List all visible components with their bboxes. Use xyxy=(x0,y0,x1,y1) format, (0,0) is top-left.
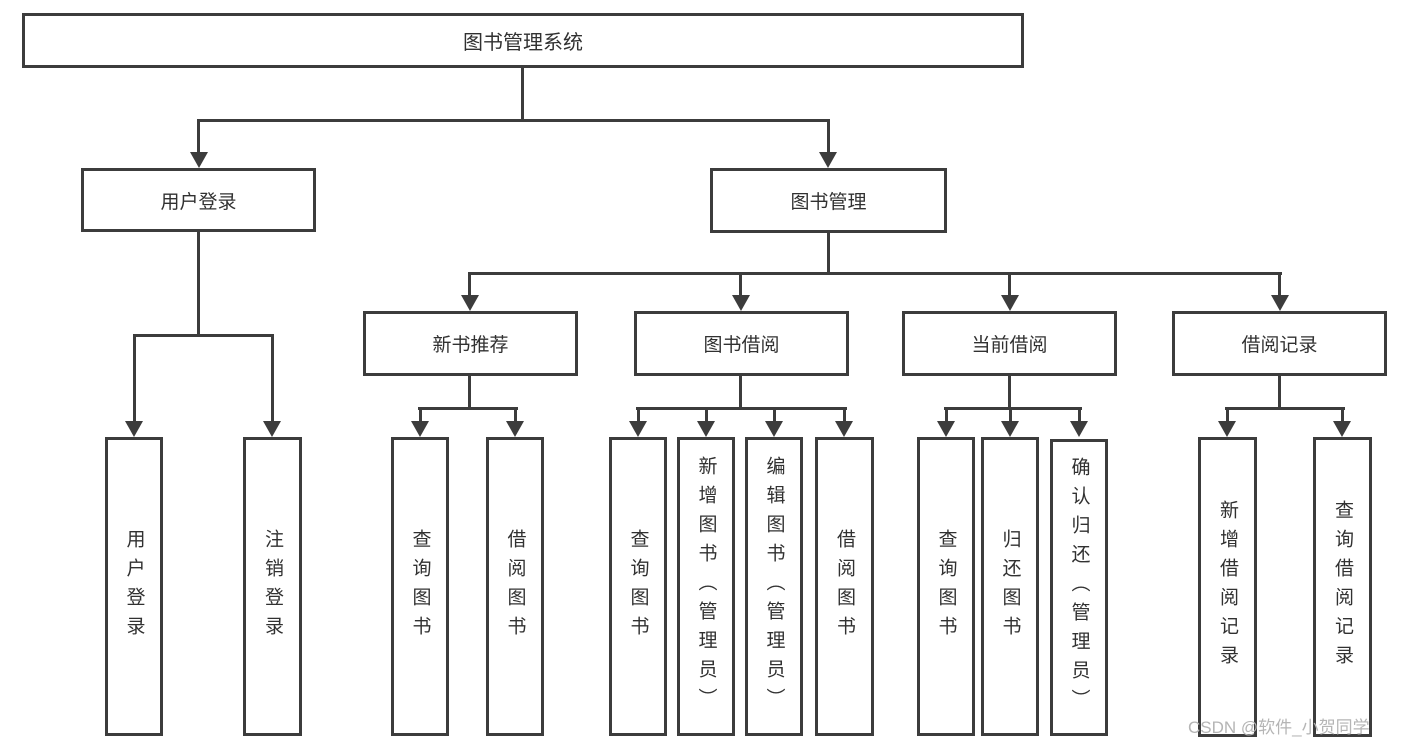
connector-current-trunk xyxy=(1008,376,1011,410)
connector-stem xyxy=(1008,272,1011,295)
node-borrow-records-label: 借阅记录 xyxy=(1241,335,1318,356)
leaf-records-query-record: 查询借阅记录 xyxy=(1313,437,1372,737)
arrow-down-icon xyxy=(835,421,853,437)
connector-rec-bar xyxy=(418,407,518,410)
arrow-down-icon xyxy=(411,421,429,437)
connector-stem xyxy=(739,272,742,295)
connector-records-bar xyxy=(1225,407,1345,410)
leaf-current-query-books: 查询图书 xyxy=(917,437,975,736)
connector-stem xyxy=(827,119,830,152)
connector-stem xyxy=(514,407,517,421)
node-new-book-recommend-label: 新书推荐 xyxy=(432,335,509,356)
arrow-down-icon xyxy=(461,295,479,311)
connector-records-trunk xyxy=(1278,376,1281,410)
connector-stem xyxy=(419,407,422,421)
connector-mgmt-trunk xyxy=(827,233,830,275)
leaf-rec-query-books: 查询图书 xyxy=(391,437,449,736)
arrow-down-icon xyxy=(937,421,955,437)
node-book-management: 图书管理 xyxy=(710,168,947,233)
leaf-current-confirm-return-admin: 确认归还（管理员） xyxy=(1050,439,1108,736)
node-user-login: 用户登录 xyxy=(81,168,316,232)
node-root-label: 图书管理系统 xyxy=(463,32,583,54)
arrow-down-icon xyxy=(190,152,208,168)
csdn-watermark: CSDN @软件_小贺同学 xyxy=(1188,718,1370,737)
connector-stem xyxy=(1009,407,1012,421)
leaf-current-return-books: 归还图书 xyxy=(981,437,1039,736)
arrow-down-icon xyxy=(1070,421,1088,437)
node-root: 图书管理系统 xyxy=(22,13,1024,68)
connector-login-trunk xyxy=(197,232,200,336)
connector-stem xyxy=(705,407,708,421)
connector-current-bar xyxy=(944,407,1082,410)
connector-stem xyxy=(271,334,274,421)
connector-stem xyxy=(133,334,136,421)
leaf-logout: 注销登录 xyxy=(243,437,302,736)
arrow-down-icon xyxy=(819,152,837,168)
arrow-down-icon xyxy=(1001,421,1019,437)
leaf-borrow-borrow-books: 借阅图书 xyxy=(815,437,874,736)
leaf-records-add-record: 新增借阅记录 xyxy=(1198,437,1257,737)
connector-stem xyxy=(468,272,471,295)
arrow-down-icon xyxy=(697,421,715,437)
node-borrow-records: 借阅记录 xyxy=(1172,311,1387,376)
node-user-login-label: 用户登录 xyxy=(160,191,237,213)
node-book-borrow: 图书借阅 xyxy=(634,311,849,376)
connector-stem xyxy=(773,407,776,421)
leaf-borrow-add-books-admin: 新增图书（管理员） xyxy=(677,437,735,736)
arrow-down-icon xyxy=(765,421,783,437)
node-current-borrow-label: 当前借阅 xyxy=(971,335,1048,356)
connector-stem xyxy=(1078,407,1081,421)
arrow-down-icon xyxy=(506,421,524,437)
connector-stem xyxy=(637,407,640,421)
connector-login-bar xyxy=(133,334,274,337)
node-new-book-recommend: 新书推荐 xyxy=(363,311,578,376)
node-current-borrow: 当前借阅 xyxy=(902,311,1117,376)
connector-borrow-bar xyxy=(636,407,847,410)
arrow-down-icon xyxy=(629,421,647,437)
arrow-down-icon xyxy=(1271,295,1289,311)
arrow-down-icon xyxy=(1001,295,1019,311)
connector-stem xyxy=(843,407,846,421)
node-book-borrow-label: 图书借阅 xyxy=(703,335,780,356)
leaf-rec-borrow-books: 借阅图书 xyxy=(486,437,544,736)
arrow-down-icon xyxy=(1218,421,1236,437)
connector-root-trunk xyxy=(521,68,524,122)
leaf-user-login: 用户登录 xyxy=(105,437,163,736)
connector-borrow-trunk xyxy=(739,376,742,410)
connector-level1-bar xyxy=(197,119,830,122)
arrow-down-icon xyxy=(732,295,750,311)
leaf-borrow-edit-books-admin: 编辑图书（管理员） xyxy=(745,437,803,736)
connector-level2-bar xyxy=(468,272,1282,275)
leaf-borrow-query-books: 查询图书 xyxy=(609,437,667,736)
connector-rec-trunk xyxy=(468,376,471,410)
connector-stem xyxy=(1226,407,1229,421)
arrow-down-icon xyxy=(125,421,143,437)
connector-stem xyxy=(1278,272,1281,295)
arrow-down-icon xyxy=(1333,421,1351,437)
connector-stem xyxy=(945,407,948,421)
arrow-down-icon xyxy=(263,421,281,437)
connector-stem xyxy=(1341,407,1344,421)
connector-stem xyxy=(197,119,200,152)
node-book-management-label: 图书管理 xyxy=(790,192,867,213)
